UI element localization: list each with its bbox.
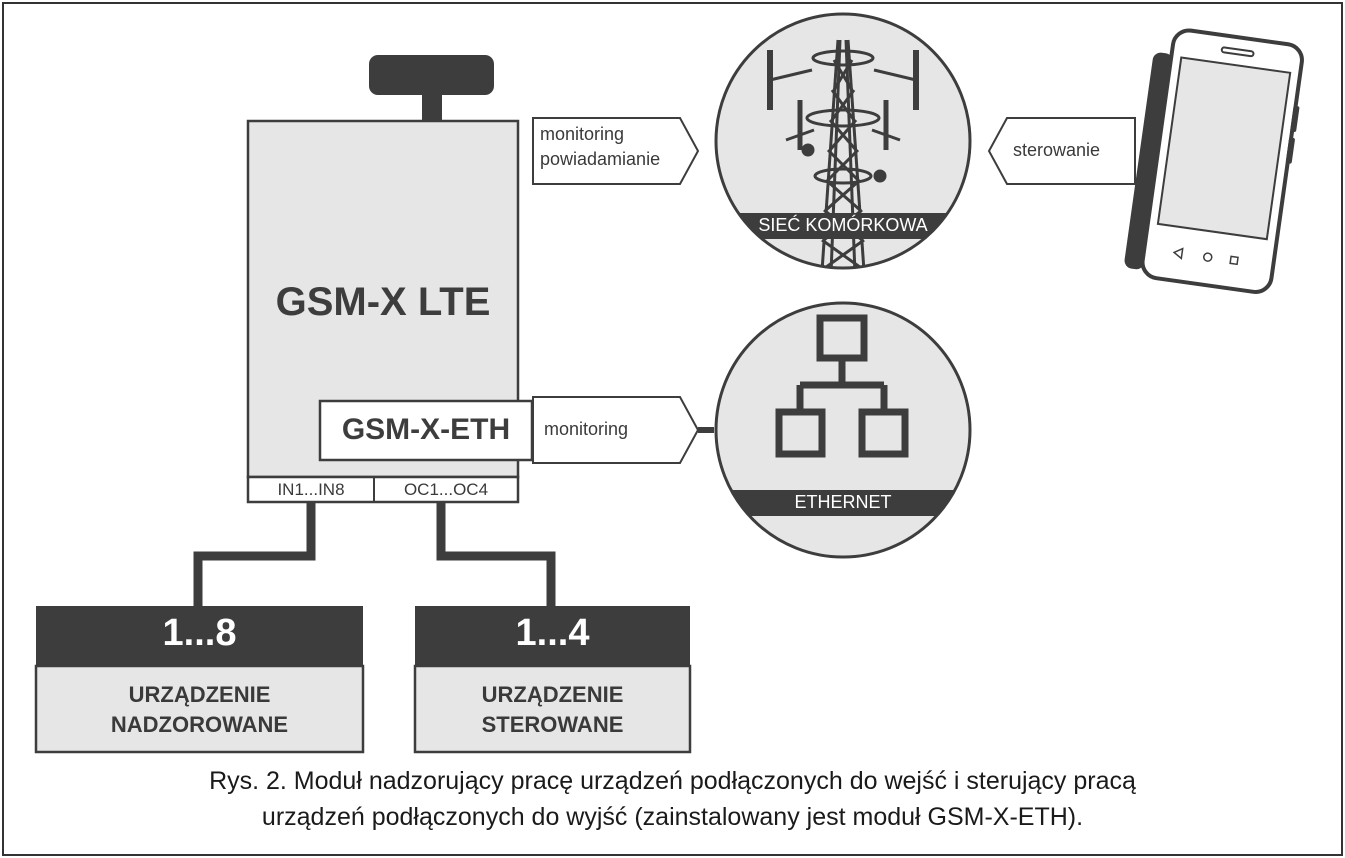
- caption-line-2: urządzeń podłączonych do wyjść (zainstal…: [261, 803, 1084, 831]
- module-box: [318, 399, 534, 462]
- antenna-icon: [369, 55, 494, 123]
- smartphone-icon: [1124, 28, 1304, 294]
- arrow-to-tower: [532, 117, 700, 185]
- terminal-strip: [246, 475, 520, 504]
- supervised-count: 1...8: [162, 612, 237, 654]
- controlled-line-2: STEROWANE: [481, 712, 624, 737]
- ethernet-network-label: ETHERNET: [794, 492, 892, 512]
- arrow-to-tower-label-1: monitoring: [540, 124, 625, 144]
- controlled-device-box: [413, 606, 692, 754]
- arrow-from-phone-label: sterowanie: [1013, 140, 1101, 160]
- ethernet-network-circle: [714, 301, 972, 559]
- controlled-line-1: URZĄDZENIE: [481, 682, 624, 707]
- outputs-label: OC1...OC4: [403, 480, 489, 499]
- arrow-to-ethernet: [532, 396, 700, 464]
- controlled-count: 1...4: [515, 612, 590, 654]
- supervised-line-2: NADZOROWANE: [110, 712, 289, 737]
- device-name: GSM-X LTE: [275, 280, 491, 324]
- input-wire: [193, 502, 316, 610]
- module-name: GSM-X-ETH: [341, 413, 511, 446]
- cell-tower-icon: [767, 39, 919, 268]
- arrow-to-ethernet-label: monitoring: [544, 419, 629, 439]
- caption-line-1: Rys. 2. Moduł nadzorujący pracę urządzeń…: [209, 767, 1136, 795]
- inputs-label: IN1...IN8: [277, 480, 345, 499]
- cellular-network-label: SIEĆ KOMÓRKOWA: [758, 215, 928, 235]
- output-wire: [436, 502, 556, 610]
- arrow-to-tower-label-2: powiadamianie: [540, 149, 661, 169]
- network-icon: [775, 314, 909, 458]
- supervised-line-1: URZĄDZENIE: [128, 682, 271, 707]
- supervised-device-box: [34, 606, 365, 754]
- arrow-from-phone: [987, 117, 1136, 185]
- figure-caption: Rys. 2. Moduł nadzorujący pracę urządzeń…: [30, 763, 1315, 835]
- cellular-network-circle: [714, 12, 972, 270]
